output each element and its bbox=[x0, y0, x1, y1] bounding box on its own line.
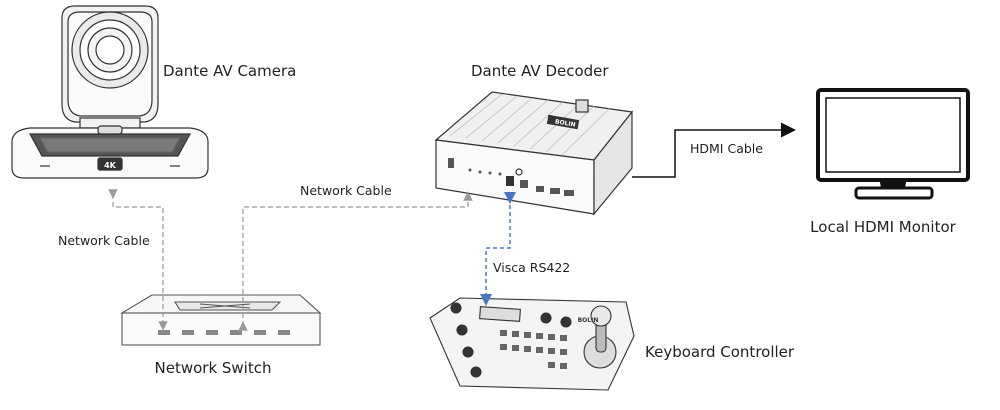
decoder-logo: BOLIN bbox=[554, 118, 576, 128]
monitor-label: Local HDMI Monitor bbox=[810, 218, 956, 236]
keyboard-controller-icon bbox=[429, 297, 635, 391]
decoder-keyboard-cable-label: Visca RS422 bbox=[493, 260, 570, 275]
keyboard-logo: BOLIN bbox=[578, 317, 599, 324]
switch-decoder-cable bbox=[238, 191, 473, 331]
decoder-label: Dante AV Decoder bbox=[471, 62, 609, 80]
decoder-monitor-cable-label: HDMI Cable bbox=[690, 141, 763, 156]
camera-switch-cable-label: Network Cable bbox=[58, 233, 150, 248]
decoder-keyboard-cable bbox=[480, 192, 516, 306]
camera-label: Dante AV Camera bbox=[163, 62, 296, 80]
switch-decoder-cable-label: Network Cable bbox=[300, 183, 392, 198]
camera-4k-badge: 4K bbox=[104, 161, 117, 170]
switch-label: Network Switch bbox=[155, 359, 272, 377]
monitor-icon bbox=[816, 88, 970, 200]
decoder-monitor-cable bbox=[632, 122, 796, 178]
camera-switch-cable bbox=[108, 189, 168, 331]
network-switch-icon bbox=[120, 294, 322, 346]
camera-icon bbox=[11, 5, 209, 179]
decoder-icon bbox=[434, 91, 634, 216]
keyboard-label: Keyboard Controller bbox=[645, 343, 795, 361]
